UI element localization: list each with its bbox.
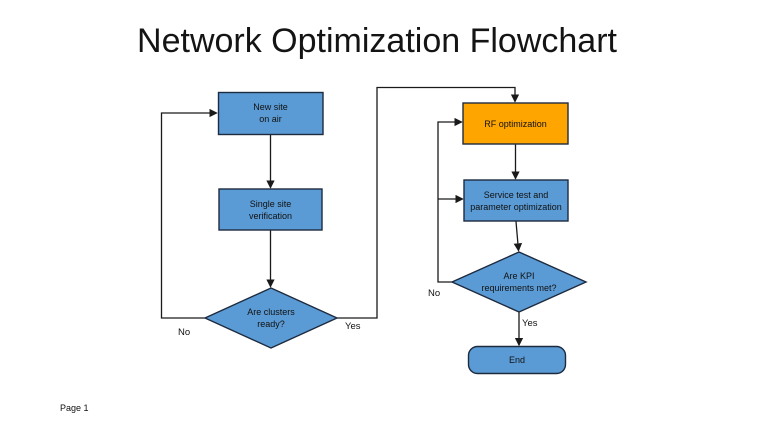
edge-label-yes-right: Yes <box>522 318 538 329</box>
page-title: Network Optimization Flowchart <box>137 22 617 60</box>
edge-servicetest-to-kpi <box>513 221 523 252</box>
node-label-service-test: Service test and parameter optimization <box>470 189 562 212</box>
node-clusters-decision <box>203 287 339 349</box>
page-number: Page 1 <box>60 403 89 413</box>
node-label-rf-optimization: RF optimization <box>484 118 547 129</box>
node-single-site <box>218 188 323 231</box>
edge-label-no-right: No <box>428 288 441 299</box>
node-label-kpi-decision: Are KPI requirements met? <box>481 270 557 293</box>
node-label-clusters-decision: Are clusters ready? <box>247 306 295 329</box>
edge-clusters-no-to-newsite <box>160 108 218 319</box>
edge-clusters-yes-to-rf <box>337 86 520 319</box>
node-rf-optimization <box>462 102 569 145</box>
edge-label-no-left: No <box>178 327 191 338</box>
node-label-end: End <box>508 354 526 365</box>
node-kpi-decision <box>450 251 588 313</box>
edge-kpi-no-to-rf <box>437 117 463 283</box>
node-label-single-site: Single site verification <box>248 198 293 221</box>
node-label-new-site: New site on air <box>253 101 288 124</box>
edge-label-yes-left: Yes <box>345 321 361 332</box>
node-service-test <box>463 179 569 222</box>
node-end <box>467 345 567 375</box>
node-new-site <box>217 91 324 136</box>
